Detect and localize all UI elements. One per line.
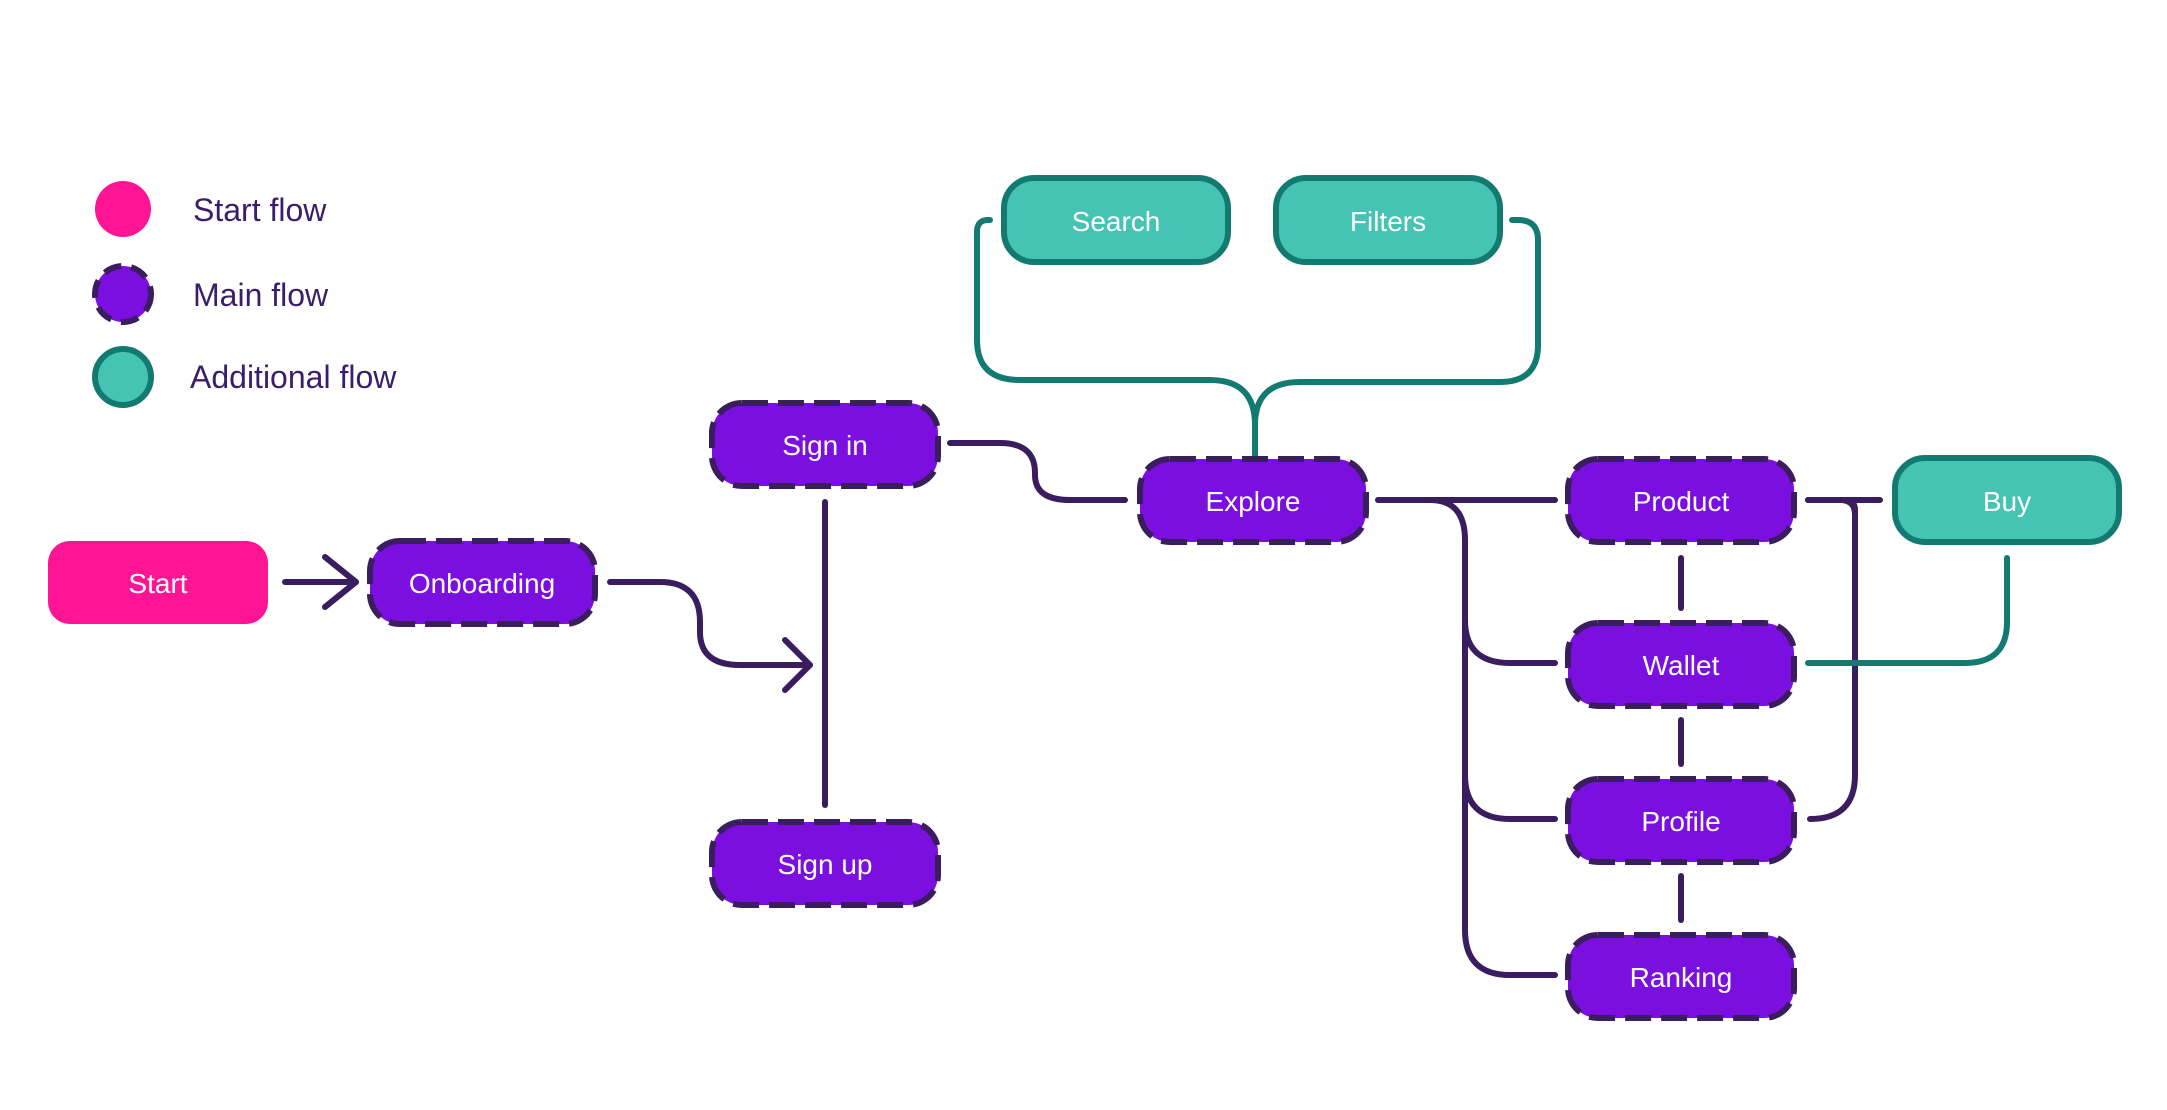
node-wallet-label: Wallet bbox=[1643, 650, 1720, 681]
node-wallet[interactable]: Wallet bbox=[1565, 620, 1797, 709]
node-search-label: Search bbox=[1072, 206, 1161, 237]
node-start-label: Start bbox=[128, 568, 187, 599]
node-search[interactable]: Search bbox=[1001, 175, 1231, 265]
connector-search-explore bbox=[974, 217, 1258, 461]
arrowhead-auth bbox=[782, 637, 813, 693]
connector-explore-trunk bbox=[1427, 497, 1558, 978]
node-profile[interactable]: Profile bbox=[1565, 776, 1797, 865]
connector-wallet-buy bbox=[1805, 555, 2010, 666]
node-explore-label: Explore bbox=[1206, 486, 1301, 517]
connector-signin-explore bbox=[947, 440, 1128, 503]
node-buy-label: Buy bbox=[1983, 486, 2031, 517]
node-ranking[interactable]: Ranking bbox=[1565, 932, 1797, 1021]
legend-additional-label: Additional flow bbox=[190, 359, 397, 395]
node-sign-up[interactable]: Sign up bbox=[709, 819, 941, 908]
node-onboarding[interactable]: Onboarding bbox=[367, 538, 598, 627]
node-product[interactable]: Product bbox=[1565, 456, 1797, 545]
node-explore[interactable]: Explore bbox=[1137, 456, 1369, 545]
node-product-label: Product bbox=[1633, 486, 1730, 517]
node-filters-label: Filters bbox=[1350, 206, 1426, 237]
node-sign-in-label: Sign in bbox=[782, 430, 868, 461]
node-filters[interactable]: Filters bbox=[1273, 175, 1503, 265]
node-onboarding-label: Onboarding bbox=[409, 568, 555, 599]
connector-onboarding-auth bbox=[607, 579, 813, 668]
legend-additional-marker bbox=[92, 346, 154, 408]
legend-start-marker bbox=[95, 181, 151, 237]
node-sign-in[interactable]: Sign in bbox=[709, 400, 941, 489]
legend-main-marker bbox=[92, 263, 154, 325]
node-ranking-label: Ranking bbox=[1630, 962, 1733, 993]
connector-product-buy bbox=[1805, 497, 1883, 518]
node-profile-label: Profile bbox=[1641, 806, 1720, 837]
arrowhead-onboarding bbox=[322, 554, 359, 610]
connector-filters-explore bbox=[1252, 217, 1541, 428]
node-buy[interactable]: Buy bbox=[1892, 455, 2122, 545]
node-start[interactable]: Start bbox=[48, 541, 268, 624]
legend-main-label: Main flow bbox=[193, 277, 329, 313]
connector-product-profile-bracket bbox=[1805, 497, 1858, 822]
node-sign-up-label: Sign up bbox=[778, 849, 873, 880]
legend-start-label: Start flow bbox=[193, 192, 327, 228]
connector-trunk-profile bbox=[1462, 772, 1558, 822]
connector-trunk-wallet bbox=[1462, 617, 1558, 666]
